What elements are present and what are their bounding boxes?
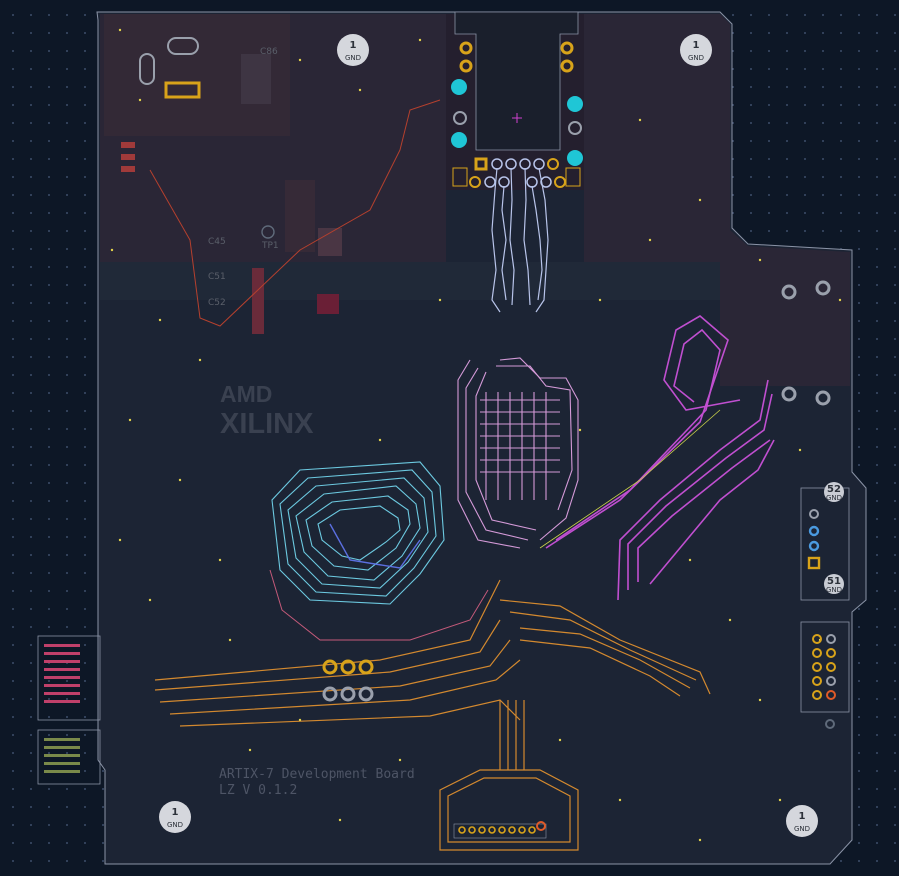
svg-text:GND: GND (345, 54, 361, 62)
usb-connector-pads[interactable] (451, 41, 583, 188)
svg-text:GND: GND (167, 821, 183, 829)
svg-text:51: 51 (827, 576, 841, 587)
mounting-hole-top-right: 1 GND (680, 34, 712, 66)
switch-label-52: 52 GND (824, 482, 844, 502)
orange-traces (154, 579, 711, 851)
mounting-hole-bottom-left: 1 GND (159, 801, 191, 833)
refdes-c86: C86 (260, 47, 278, 57)
mounting-hole-top-left: 1 GND (337, 34, 369, 66)
bottom-pin-header[interactable] (453, 821, 547, 839)
usb-cutout (454, 11, 579, 151)
refdes-c51: C51 (208, 272, 226, 282)
yellow-trace (539, 409, 721, 549)
pink-outline-trace (269, 569, 489, 641)
svg-text:GND: GND (688, 54, 704, 62)
silkscreen-version: LZ V 0.1.2 (219, 783, 297, 798)
mounting-hole-bottom-right: 1 GND (786, 805, 818, 837)
refdes-c45: C45 (208, 237, 226, 247)
refdes-c52: C52 (208, 298, 226, 308)
copper-region-top-left-inner (104, 14, 290, 136)
svg-text:1: 1 (350, 40, 357, 51)
switch-label-51: 51 GND (824, 574, 844, 594)
fpga-ddr-trace-blue (329, 523, 421, 569)
left-edge-connector[interactable] (37, 635, 101, 785)
usb-traces (491, 167, 549, 313)
fpga-ddr-traces-pink (457, 357, 579, 549)
svg-text:GND: GND (826, 494, 842, 502)
logo-xilinx: XILINX (220, 408, 314, 440)
fpga-ddr-traces-cyan (271, 461, 445, 605)
right-connector-pads[interactable] (781, 280, 831, 406)
svg-text:GND: GND (826, 586, 842, 594)
logo-amd: AMD (220, 381, 272, 407)
svg-text:GND: GND (794, 825, 810, 833)
svg-text:1: 1 (172, 807, 179, 818)
silkscreen-board-name: ARTIX-7 Development Board (219, 767, 415, 782)
red-trace (149, 99, 441, 327)
top-left-components (121, 37, 342, 334)
refdes-tp1: TP1 (261, 241, 279, 251)
pin-header-right[interactable] (800, 621, 850, 729)
svg-text:1: 1 (799, 811, 806, 822)
copper-region-mid (100, 262, 720, 300)
svg-text:1: 1 (693, 40, 700, 51)
jumper-pads[interactable] (322, 659, 374, 702)
svg-text:52: 52 (827, 484, 841, 495)
